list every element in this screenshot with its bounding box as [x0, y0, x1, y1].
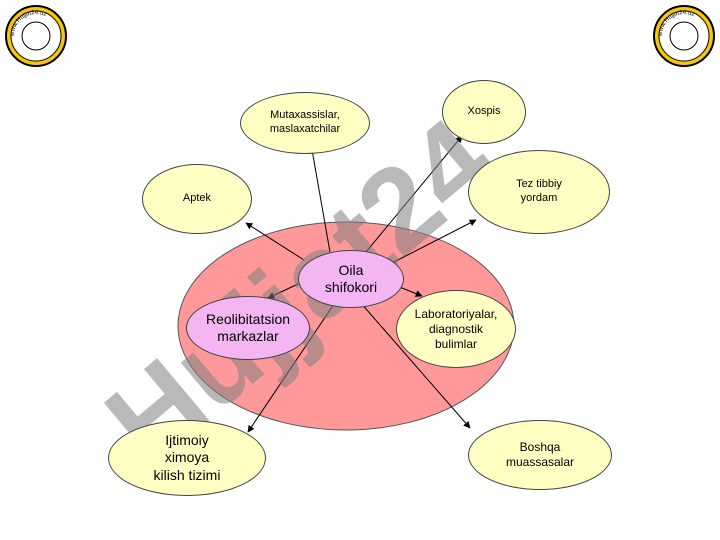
connector-lines: [245, 126, 477, 433]
arrow-to-reolibitatsion: [267, 283, 299, 299]
node-aptek-label: Aptek: [182, 192, 212, 205]
arrow-to-aptek: [245, 222, 305, 261]
node-xospis: Xospis: [442, 80, 526, 144]
node-mutaxassislar: Mutaxassislar, maslaxatchilar: [240, 92, 370, 154]
node-laboratoriyalar: Laboratoriyalar, diagnostik bulimlar: [396, 290, 516, 368]
node-tez-tibbiy-label: Tez tibbiy yordam: [516, 178, 562, 204]
arrow-to-boshqa: [359, 301, 471, 429]
seal-logo-left: www.Hujjat24.uz: [5, 5, 67, 67]
node-mutaxassislar-label: Mutaxassislar, maslaxatchilar: [269, 109, 341, 135]
node-aptek: Aptek: [142, 164, 252, 234]
node-laboratoriyalar-label: Laboratoriyalar, diagnostik bulimlar: [414, 306, 498, 351]
node-boshqa: Boshqa muassasalar: [468, 420, 612, 490]
node-boshqa-label: Boshqa muassasalar: [505, 440, 575, 469]
arrow-to-xospis: [365, 135, 463, 253]
node-center-oila-shifokori: Oila shifokori: [298, 250, 404, 308]
node-ijtimoiy: Ijtimoiy ximoya kilish tizimi: [108, 420, 266, 496]
node-reolibitatsion-label: Reolibitatsion markazlar: [205, 310, 291, 345]
node-reolibitatsion: Reolibitatsion markazlar: [186, 296, 310, 360]
seal-logo-right: www.Hujjat24.uz: [653, 5, 715, 67]
node-tez-tibbiy: Tez tibbiy yordam: [468, 150, 610, 234]
node-xospis-label: Xospis: [467, 105, 501, 118]
node-center-label: Oila shifokori: [324, 261, 378, 296]
node-ijtimoiy-label: Ijtimoiy ximoya kilish tizimi: [153, 431, 221, 483]
arrow-to-tez-tibbiy: [389, 219, 477, 265]
arrow-to-ijtimoiy: [247, 303, 335, 433]
